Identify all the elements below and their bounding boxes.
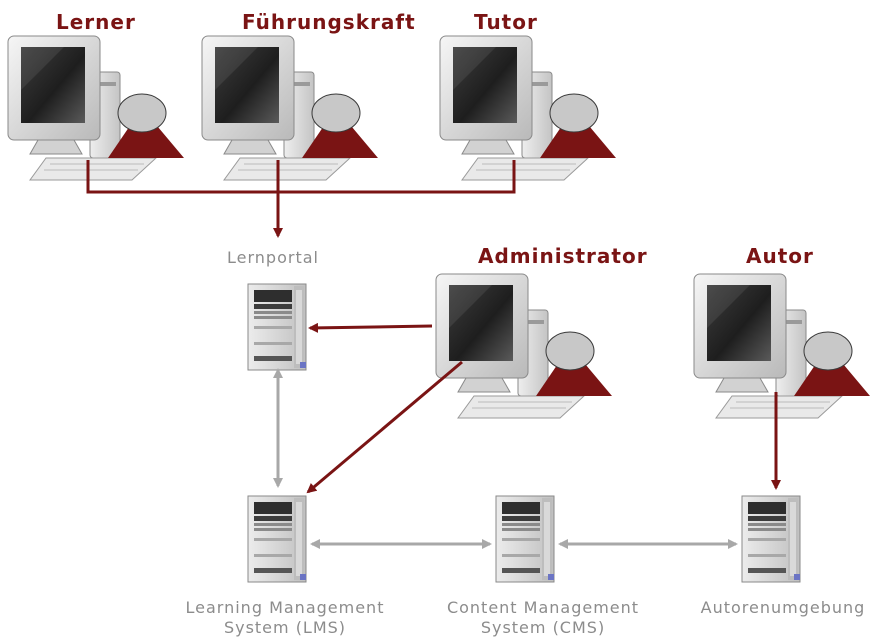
workstation-administrator-icon: [435, 273, 613, 419]
role-label-fuehrungskraft: Führungskraft: [242, 10, 416, 34]
workstation-fuehrungskraft-icon: [201, 35, 379, 181]
workstation-tutor-icon: [439, 35, 617, 181]
system-label-cms-line2: System (CMS): [480, 618, 606, 637]
system-label-lms-line2: System (LMS): [223, 618, 347, 637]
system-label-autorenumgebung: Autorenumgebung: [700, 598, 866, 617]
server-autorenumgebung-icon: [741, 495, 801, 583]
system-label-cms-line1: Content Management: [446, 598, 640, 617]
server-lernportal-icon: [247, 283, 307, 371]
admin-to-lms-arrow: [306, 360, 463, 494]
server-lms-icon: [247, 495, 307, 583]
role-label-autor: Autor: [746, 244, 814, 268]
role-label-lerner: Lerner: [56, 10, 136, 34]
admin-to-lernportal-arrow: [308, 322, 433, 333]
server-cms-icon: [495, 495, 555, 583]
system-label-lms: Learning Management System (LMS): [160, 598, 410, 638]
system-label-lms-line1: Learning Management: [185, 598, 385, 617]
workstation-lerner-icon: [7, 35, 185, 181]
system-label-cms: Content Management System (CMS): [418, 598, 668, 638]
role-label-tutor: Tutor: [474, 10, 538, 34]
user-bus-connector: [86, 160, 516, 194]
workstation-autor-icon: [693, 273, 871, 419]
role-label-administrator: Administrator: [478, 244, 648, 268]
system-label-lernportal: Lernportal: [227, 248, 319, 267]
